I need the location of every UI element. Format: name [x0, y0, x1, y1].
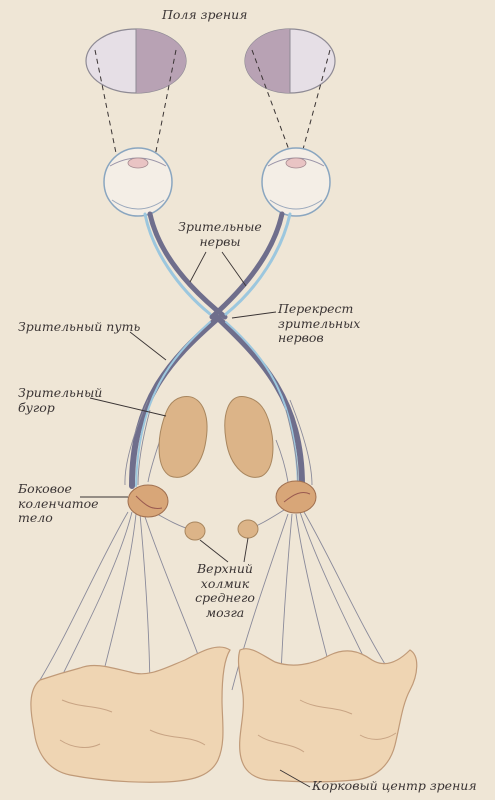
label-thalamus: Зрительный бугор — [18, 385, 103, 415]
eyeball-left — [103, 147, 173, 217]
leader-lines — [80, 251, 311, 788]
label-superior-colliculus: Верхний холмик среднего мозга — [180, 561, 270, 620]
label-optic-tract: Зрительный путь — [18, 319, 141, 334]
visual-field-right — [244, 28, 336, 94]
label-colliculus-line4: мозга — [205, 604, 245, 620]
label-lateral-geniculate: Боковое коленчатое тело — [18, 481, 99, 526]
label-lgn-line2: коленчатое — [18, 495, 99, 511]
superior-colliculus-right — [237, 519, 259, 539]
thalamus-right — [224, 396, 274, 478]
visual-cortex-right — [237, 648, 418, 783]
label-chiasm-line1: Перекрест — [278, 301, 354, 316]
label-optic-nerves: Зрительные нервы — [168, 219, 272, 249]
label-lgn-line1: Боковое — [18, 481, 72, 496]
superior-colliculus-left — [184, 521, 206, 541]
thalamus-left — [158, 396, 208, 478]
optic-pathways — [129, 211, 305, 489]
label-chiasm: Перекрест зрительных нервов — [278, 301, 361, 346]
lateral-geniculate-right — [275, 480, 317, 514]
eyeball-right — [261, 147, 331, 217]
label-lgn-line3: тело — [18, 510, 53, 525]
label-optic-nerves-line2: нервы — [199, 233, 241, 249]
label-colliculus-line1: Верхний — [197, 561, 253, 576]
visual-cortex-left — [30, 646, 231, 783]
lateral-geniculate-left — [127, 484, 169, 518]
label-chiasm-line3: нервов — [278, 330, 324, 345]
label-chiasm-line2: зрительных — [278, 315, 361, 331]
visual-field-left — [85, 28, 187, 94]
label-optic-nerves-line1: Зрительные — [178, 219, 262, 234]
label-thalamus-line1: Зрительный — [18, 385, 103, 400]
label-visual-cortex: Корковый центр зрения — [312, 778, 477, 793]
label-visual-fields: Поля зрения — [162, 7, 248, 22]
label-colliculus-line3: среднего — [195, 590, 255, 605]
label-thalamus-line2: бугор — [18, 399, 55, 415]
label-colliculus-line2: холмик — [200, 575, 250, 591]
